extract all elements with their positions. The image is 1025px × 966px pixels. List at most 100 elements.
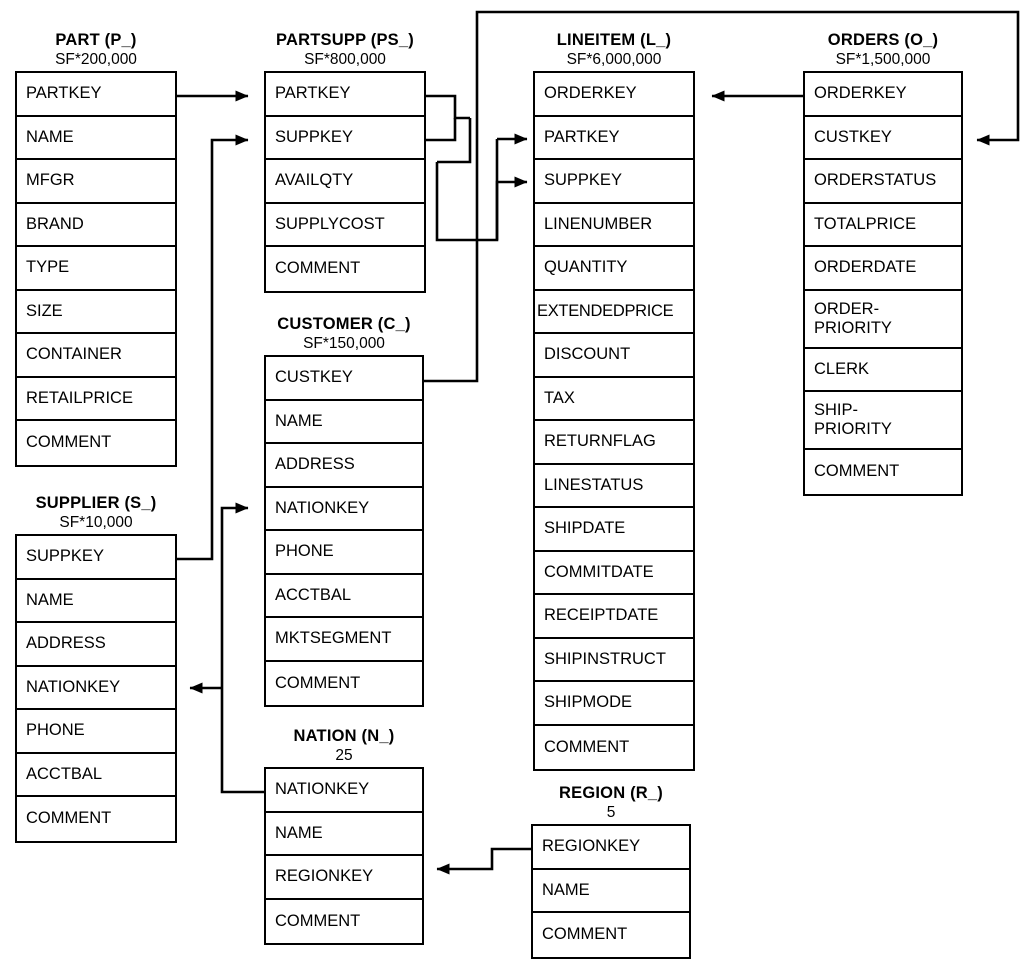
- entity-customer-box: CUSTKEY NAME ADDRESS NATIONKEY PHONE ACC…: [264, 355, 424, 707]
- attribute-row[interactable]: DISCOUNT: [535, 334, 693, 378]
- entity-customer[interactable]: CUSTOMER (C_) SF*150,000 CUSTKEY NAME AD…: [264, 314, 424, 707]
- attribute-row[interactable]: NAME: [266, 813, 422, 856]
- attribute-row[interactable]: MKTSEGMENT: [266, 618, 422, 662]
- attribute-row[interactable]: COMMENT: [275, 259, 361, 278]
- link-partsupp-suppkey-trunk: [426, 118, 457, 142]
- attribute-row[interactable]: NAME: [17, 580, 175, 623]
- entity-supplier-title: SUPPLIER (S_): [35, 494, 157, 512]
- link-partsupp-to-lineitem-split: [435, 139, 499, 242]
- link-partsupp-partkey-trunk: [426, 94, 470, 120]
- attribute-row[interactable]: SHIP-PRIORITY: [805, 392, 961, 450]
- attribute-row[interactable]: SUPPLYCOST: [266, 204, 424, 247]
- attribute-row[interactable]: PARTKEY: [535, 117, 693, 160]
- entity-region[interactable]: REGION (R_) 5 REGIONKEY NAME COMMENT: [531, 783, 691, 959]
- attribute-row[interactable]: NATIONKEY: [17, 667, 175, 710]
- attribute-row[interactable]: CONTAINER: [17, 334, 175, 378]
- attribute-row[interactable]: PHONE: [17, 710, 175, 754]
- attribute-row[interactable]: AVAILQTY: [266, 160, 424, 204]
- attribute-row[interactable]: CLERK: [805, 349, 961, 392]
- entity-orders-title: ORDERS (O_): [827, 31, 939, 49]
- attribute-row[interactable]: ORDERSTATUS: [805, 160, 961, 204]
- attribute-row[interactable]: SUPPKEY: [266, 117, 424, 160]
- attribute-row[interactable]: TOTALPRICE: [805, 204, 961, 247]
- attribute-row[interactable]: SHIPMODE: [535, 682, 693, 726]
- attribute-row[interactable]: CUSTKEY: [266, 357, 422, 401]
- entity-part-title: PART (P_): [55, 31, 137, 49]
- entity-orders-box: ORDERKEY CUSTKEY ORDERSTATUS TOTALPRICE …: [803, 71, 963, 496]
- entity-lineitem-cardinality: SF*6,000,000: [566, 51, 662, 68]
- attribute-row[interactable]: ADDRESS: [266, 444, 422, 488]
- entity-region-cardinality: 5: [606, 804, 616, 821]
- entity-part[interactable]: PART (P_) SF*200,000 PARTKEY NAME MFGR B…: [15, 30, 177, 467]
- attribute-row[interactable]: PHONE: [266, 531, 422, 575]
- attribute-row[interactable]: SHIPDATE: [535, 508, 693, 552]
- attribute-row[interactable]: EXTENDEDPRICE: [535, 291, 693, 334]
- attribute-row[interactable]: ACCTBAL: [266, 575, 422, 618]
- attribute-row[interactable]: COMMITDATE: [535, 552, 693, 595]
- attribute-row[interactable]: COMMENT: [275, 911, 361, 930]
- entity-nation-box: NATIONKEY NAME REGIONKEY COMMENT: [264, 767, 424, 945]
- attribute-row[interactable]: ACCTBAL: [17, 754, 175, 797]
- attribute-row[interactable]: REGIONKEY: [266, 856, 422, 900]
- attribute-row[interactable]: LINENUMBER: [535, 204, 693, 247]
- link-nation-trunk: [220, 688, 264, 794]
- entity-partsupp[interactable]: PARTSUPP (PS_) SF*800,000 PARTKEY SUPPKE…: [264, 30, 426, 293]
- attribute-row[interactable]: ADDRESS: [17, 623, 175, 667]
- entity-lineitem[interactable]: LINEITEM (L_) SF*6,000,000 ORDERKEY PART…: [533, 30, 695, 771]
- attribute-row[interactable]: RETAILPRICE: [17, 378, 175, 421]
- attribute-row[interactable]: LINESTATUS: [535, 465, 693, 508]
- entity-supplier[interactable]: SUPPLIER (S_) SF*10,000 SUPPKEY NAME ADD…: [15, 493, 177, 843]
- link-partsupp-to-lineitem-suppkey-seg: [495, 176, 528, 240]
- attribute-row[interactable]: SHIPINSTRUCT: [535, 639, 693, 682]
- attribute-row[interactable]: ORDERKEY: [805, 73, 961, 117]
- attribute-row[interactable]: TAX: [535, 378, 693, 421]
- attribute-row[interactable]: ORDERDATE: [805, 247, 961, 291]
- attribute-row[interactable]: REGIONKEY: [533, 826, 689, 870]
- entity-region-title: REGION (R_): [559, 784, 663, 802]
- attribute-row[interactable]: NAME: [17, 117, 175, 160]
- attribute-row[interactable]: TYPE: [17, 247, 175, 291]
- entity-nation-cardinality: 25: [335, 747, 353, 764]
- attribute-row[interactable]: NAME: [266, 401, 422, 444]
- entity-customer-title: CUSTOMER (C_): [277, 315, 411, 333]
- entity-supplier-box: SUPPKEY NAME ADDRESS NATIONKEY PHONE ACC…: [15, 534, 177, 843]
- entity-partsupp-cardinality: SF*800,000: [304, 51, 386, 68]
- entity-supplier-cardinality: SF*10,000: [59, 514, 133, 531]
- attribute-row[interactable]: COMMENT: [814, 462, 900, 481]
- entity-nation[interactable]: NATION (N_) 25 NATIONKEY NAME REGIONKEY …: [264, 726, 424, 945]
- attribute-row[interactable]: SUPPKEY: [17, 536, 175, 580]
- attribute-row[interactable]: SIZE: [17, 291, 175, 334]
- entity-lineitem-title: LINEITEM (L_): [556, 31, 672, 49]
- attribute-row[interactable]: NATIONKEY: [266, 769, 422, 813]
- entity-orders-cardinality: SF*1,500,000: [835, 51, 931, 68]
- entity-region-box: REGIONKEY NAME COMMENT: [531, 824, 691, 959]
- attribute-row[interactable]: COMMENT: [26, 809, 112, 828]
- attribute-row[interactable]: BRAND: [17, 204, 175, 247]
- attribute-row[interactable]: COMMENT: [275, 673, 361, 692]
- attribute-row[interactable]: RECEIPTDATE: [535, 595, 693, 639]
- attribute-row[interactable]: SUPPKEY: [535, 160, 693, 204]
- attribute-label: SHIP-PRIORITY: [814, 401, 892, 438]
- attribute-row[interactable]: COMMENT: [542, 925, 628, 944]
- attribute-row[interactable]: MFGR: [17, 160, 175, 204]
- entity-customer-cardinality: SF*150,000: [303, 335, 385, 352]
- attribute-row[interactable]: ORDERKEY: [535, 73, 693, 117]
- attribute-row[interactable]: PARTKEY: [17, 73, 175, 117]
- attribute-row[interactable]: QUANTITY: [535, 247, 693, 291]
- attribute-row[interactable]: NAME: [533, 870, 689, 913]
- attribute-row[interactable]: CUSTKEY: [805, 117, 961, 160]
- link-region-to-nation: [436, 847, 531, 875]
- attribute-row[interactable]: PARTKEY: [266, 73, 424, 117]
- attribute-row[interactable]: ORDER-PRIORITY: [805, 291, 961, 349]
- link-supplier-to-partsupp: [177, 134, 249, 561]
- attribute-row[interactable]: NATIONKEY: [266, 488, 422, 531]
- entity-orders[interactable]: ORDERS (O_) SF*1,500,000 ORDERKEY CUSTKE…: [803, 30, 963, 496]
- attribute-row[interactable]: COMMENT: [544, 737, 630, 756]
- link-partsupp-merge-down: [437, 118, 472, 164]
- attribute-row[interactable]: RETURNFLAG: [535, 421, 693, 465]
- attribute-row[interactable]: COMMENT: [26, 433, 112, 452]
- attribute-label: ORDER-PRIORITY: [814, 299, 892, 337]
- entity-partsupp-box: PARTKEY SUPPKEY AVAILQTY SUPPLYCOST COMM…: [264, 71, 426, 293]
- entity-partsupp-title: PARTSUPP (PS_): [276, 31, 414, 49]
